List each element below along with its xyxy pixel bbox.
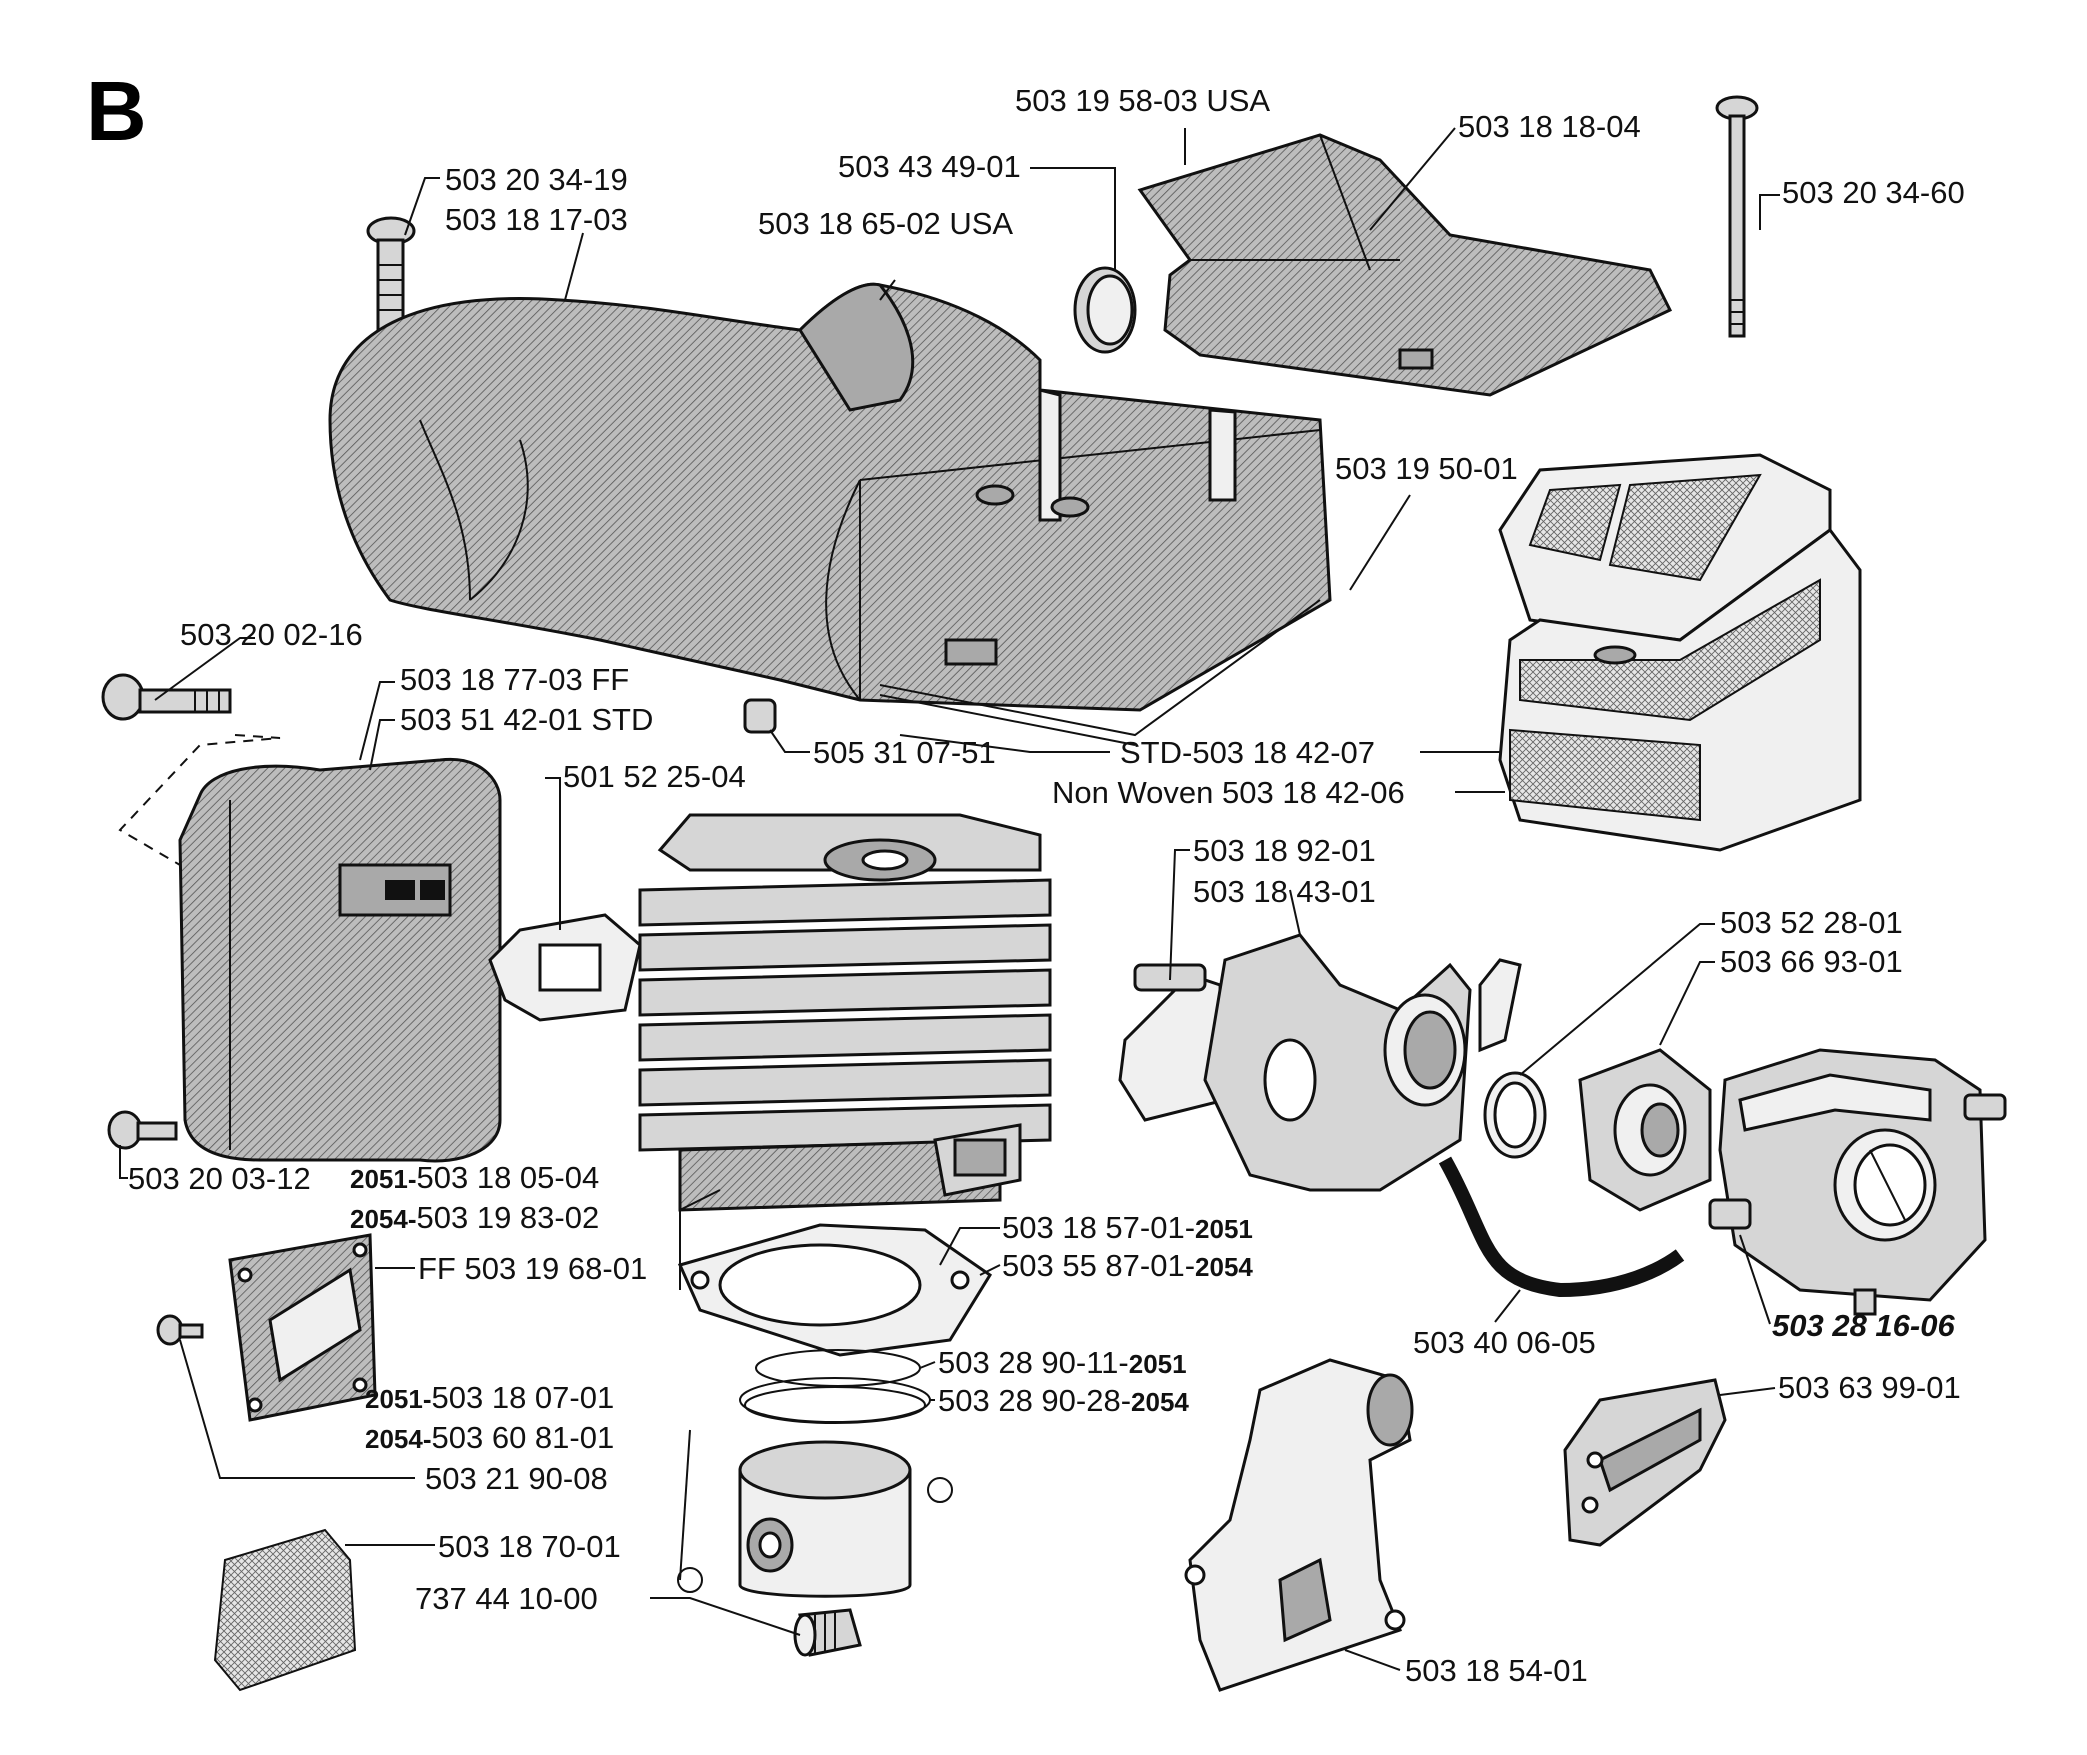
cylinder-cover-drawing	[328, 282, 1332, 712]
plate-drawing	[228, 1233, 377, 1422]
label-intake-b: 503 18 43-01	[1193, 874, 1376, 909]
filter-cover-drawing	[1137, 133, 1673, 397]
cylinder-gasket-drawing	[677, 1223, 993, 1357]
label-screw-muffler: 503 20 02-16	[180, 617, 363, 652]
sealing-ring-inner	[1493, 1081, 1537, 1149]
label-piston-2054-number: 503 60 81-01	[432, 1420, 615, 1455]
elbow-drawing	[1184, 1358, 1414, 1692]
label-filter-nonwoven: Non Woven 503 18 42-06	[1052, 775, 1405, 810]
label-cover-top: 503 18 17-03	[445, 202, 628, 237]
air-filter-drawing	[1498, 453, 1862, 852]
label-filter-cover-usa: 503 19 58-03 USA	[1015, 83, 1270, 118]
label-piston-ring-2051: 503 28 90-11-2051	[938, 1345, 1187, 1380]
label-ring-b: 503 66 93-01	[1720, 944, 1903, 979]
label-cylinder-2054-number: 503 19 83-02	[417, 1200, 600, 1235]
label-plug: 503 43 49-01	[838, 149, 1021, 184]
hose-drawing	[1438, 1156, 1685, 1298]
seal-strip-drawing	[879, 599, 1321, 737]
label-gasket-cyl-2051-suffix: 2051	[1195, 1214, 1253, 1244]
muffler-drawing	[178, 757, 502, 1163]
label-piston-ring-2054-number: 503 28 90-28-	[938, 1383, 1131, 1418]
carburetor-drawing	[1708, 1048, 2007, 1316]
spacer-drawing	[743, 698, 777, 734]
label-piston-2054-prefix: 2054-	[365, 1424, 432, 1454]
label-screw-bottom: 503 20 03-12	[128, 1161, 311, 1196]
label-ring-a: 503 52 28-01	[1720, 905, 1903, 940]
label-filter-cover: 503 18 18-04	[1458, 109, 1641, 144]
label-net: 503 18 70-01	[438, 1529, 621, 1564]
label-piston-ring-2054-suffix: 2054	[1131, 1387, 1189, 1417]
label-carburetor: 503 28 16-06	[1772, 1308, 1955, 1343]
label-filter-std: STD-503 18 42-07	[1120, 735, 1375, 770]
label-piston-2051-prefix: 2051-	[365, 1384, 432, 1414]
seal-strip-edge-drawing	[879, 694, 1136, 746]
label-elbow: 503 18 54-01	[1405, 1653, 1588, 1688]
label-cylinder-2054-prefix: 2054-	[350, 1204, 417, 1234]
bearing-drawing	[793, 1608, 862, 1657]
label-piston-ring-2054: 503 28 90-28-2054	[938, 1383, 1189, 1418]
section-letter: B	[86, 64, 147, 158]
piston-rings-drawing	[739, 1349, 931, 1424]
label-cylinder-2051-number: 503 18 05-04	[417, 1160, 600, 1195]
part-labels: 503 20 34-19 503 18 17-03 503 18 65-02 U…	[128, 83, 1965, 1688]
label-piston-2051-number: 503 18 07-01	[432, 1380, 615, 1415]
label-muffler-std: 503 51 42-01 STD	[400, 702, 653, 737]
label-cylinder-2051: 2051-503 18 05-04	[350, 1160, 599, 1195]
label-piston-ring-2051-suffix: 2051	[1129, 1349, 1187, 1379]
label-small-screw: 503 21 90-08	[425, 1461, 608, 1496]
label-muffler-ff: 503 18 77-03 FF	[400, 662, 629, 697]
muffler-gasket-drawing	[488, 913, 642, 1022]
label-intake-a: 503 18 92-01	[1193, 833, 1376, 868]
label-cylinder-2051-prefix: 2051-	[350, 1164, 417, 1194]
piston-drawing	[677, 1440, 953, 1598]
label-cover-usa: 503 18 65-02 USA	[758, 206, 1013, 241]
label-screw-top: 503 20 34-19	[445, 162, 628, 197]
muffler-screw-drawing	[101, 673, 232, 721]
label-plate-ff: FF 503 19 68-01	[418, 1251, 647, 1286]
label-gasket-cyl-2051-number: 503 18 57-01-	[1002, 1210, 1195, 1245]
label-gasket-muffler: 501 52 25-04	[563, 759, 746, 794]
label-holder: 503 63 99-01	[1778, 1370, 1961, 1405]
label-gasket-cyl-2051: 503 18 57-01-2051	[1002, 1210, 1253, 1245]
net-drawing	[213, 1528, 357, 1692]
label-spacer: 505 31 07-51	[813, 735, 996, 770]
label-bearing: 737 44 10-00	[415, 1581, 598, 1616]
top-screw-drawing	[366, 216, 416, 332]
plug-drawing	[1073, 266, 1137, 354]
long-bolt-drawing	[1715, 95, 1759, 338]
label-long-bolt: 503 20 34-60	[1782, 175, 1965, 210]
label-cylinder-2054: 2054-503 19 83-02	[350, 1200, 599, 1235]
holder-drawing	[1563, 1378, 1727, 1547]
intake-manifold-drawing	[1118, 933, 1522, 1192]
label-seal: 503 19 50-01	[1335, 451, 1518, 486]
flange-drawing	[1578, 1048, 1712, 1212]
label-gasket-cyl-2054-suffix: 2054	[1195, 1252, 1253, 1282]
label-piston-2051: 2051-503 18 07-01	[365, 1380, 614, 1415]
label-gasket-cyl-2054-number: 503 55 87-01-	[1002, 1248, 1195, 1283]
leader-lines	[119, 127, 1780, 1671]
label-piston-2054: 2054-503 60 81-01	[365, 1420, 614, 1455]
bottom-screw-drawing	[107, 1110, 178, 1150]
label-hose: 503 40 06-05	[1413, 1325, 1596, 1360]
label-gasket-cyl-2054: 503 55 87-01-2054	[1002, 1248, 1253, 1283]
small-screw-drawing	[156, 1314, 204, 1346]
label-piston-ring-2051-number: 503 28 90-11-	[938, 1345, 1129, 1380]
cylinder-drawing	[638, 813, 1052, 1212]
